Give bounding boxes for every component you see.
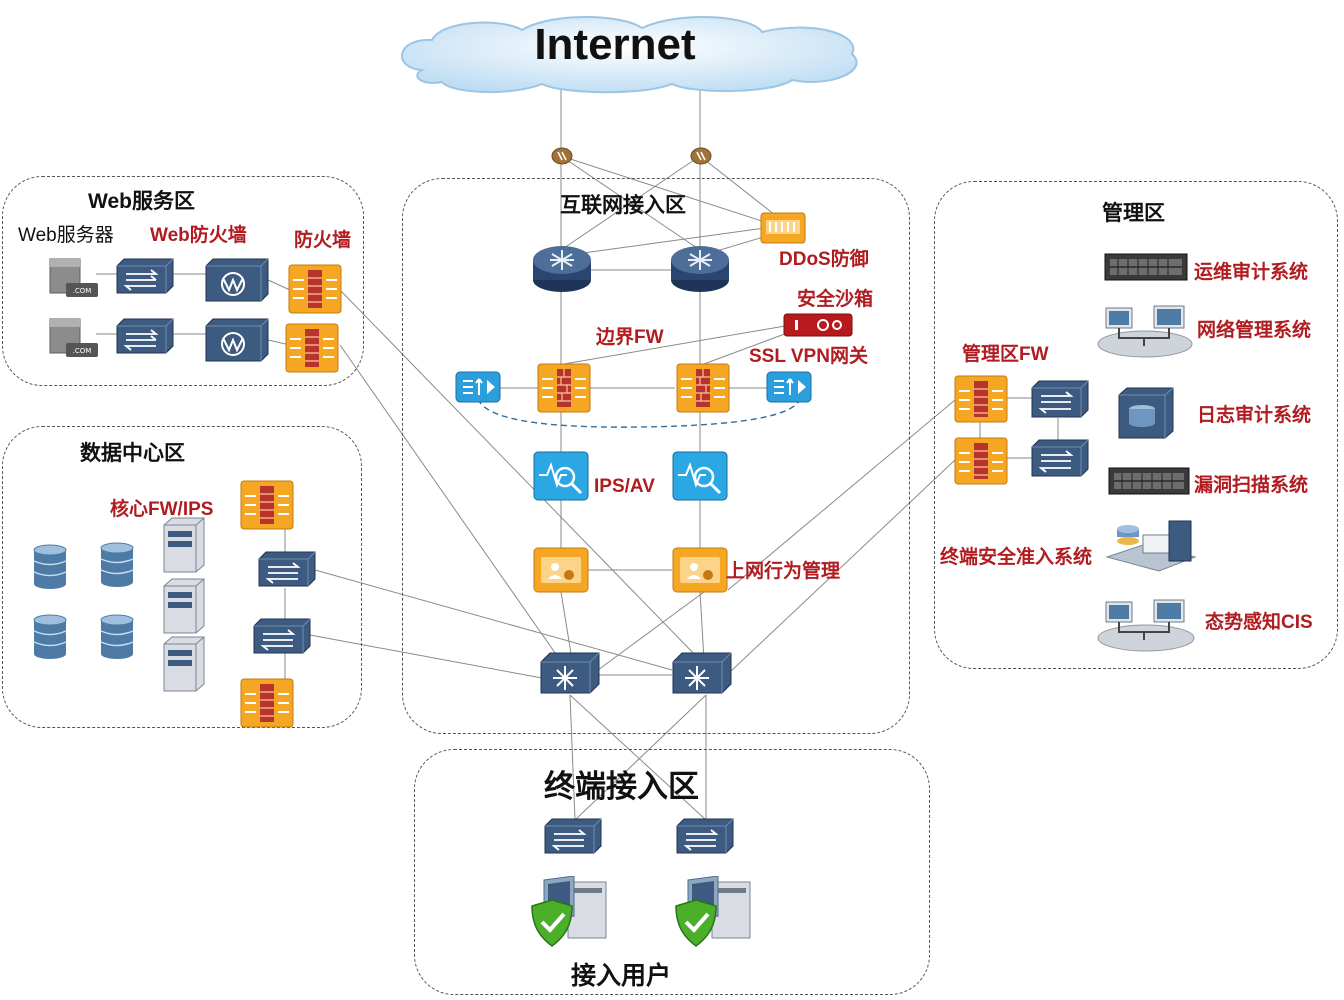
data-center-zone <box>2 426 362 728</box>
nac-icon <box>1105 520 1197 572</box>
waf-icon <box>205 258 269 302</box>
ips-icon <box>533 451 589 501</box>
mgmt-system-label: 态势感知CIS <box>1205 612 1313 633</box>
router-icon <box>671 246 729 292</box>
dc-fw-ips-label: 核心FW/IPS <box>110 499 214 520</box>
connector-icon <box>551 147 573 165</box>
behavior-mgmt-icon <box>533 547 589 593</box>
cloud-icon <box>401 15 858 94</box>
firewall-icon <box>285 323 339 373</box>
server-tower-icon <box>163 578 205 634</box>
waf-icon <box>205 318 269 362</box>
web-server-badge: .COM <box>73 347 92 355</box>
mgmt-fw-label: 管理区FW <box>962 344 1049 365</box>
database-icon <box>100 542 134 587</box>
firewall-icon <box>954 375 1008 423</box>
rack-server-icon <box>1108 467 1190 495</box>
firewall-icon <box>537 363 591 413</box>
switch-icon <box>1031 439 1089 477</box>
shield-check-icon <box>675 899 717 947</box>
internet-label: Internet <box>534 20 696 69</box>
database-icon <box>100 614 134 659</box>
mgmt-system-label: 终端安全准入系统 <box>940 547 1093 568</box>
mgmt-zone-title: 管理区 <box>1102 202 1165 225</box>
router-icon <box>533 246 591 292</box>
terminal-access-zone <box>414 749 930 995</box>
web-service-zone <box>2 176 364 386</box>
web-zone-title: Web服务区 <box>88 190 195 213</box>
firewall-icon <box>676 363 730 413</box>
rack-server-icon <box>1104 253 1188 281</box>
mgmt-system-label: 网络管理系统 <box>1197 320 1312 341</box>
database-icon <box>33 614 67 659</box>
behavior-label: 上网行为管理 <box>726 561 841 582</box>
database-icon <box>33 544 67 589</box>
user-pc-icon <box>675 876 751 947</box>
ddos-label: DDoS防御 <box>779 249 869 270</box>
server-tower-icon <box>163 517 205 573</box>
switch-icon <box>1031 380 1089 418</box>
ips-av-label: IPS/AV <box>594 476 655 497</box>
mgmt-system-label: 运维审计系统 <box>1194 262 1309 283</box>
switch-icon <box>676 818 734 854</box>
firewall-icon <box>954 437 1008 485</box>
network-mgmt-icon <box>1097 305 1193 358</box>
web-server-badge: .COM <box>73 287 92 295</box>
dc-zone-title: 数据中心区 <box>80 442 185 465</box>
sandbox-label: 安全沙箱 <box>797 289 874 310</box>
users-label: 接入用户 <box>571 962 672 990</box>
ddos-icon <box>760 212 806 244</box>
mgmt-system-label: 漏洞扫描系统 <box>1194 475 1309 496</box>
ha-link <box>477 398 801 428</box>
firewall-icon <box>240 480 294 530</box>
ips-icon <box>672 451 728 501</box>
user-pc-icon <box>531 876 607 947</box>
load-balancer-icon <box>766 371 812 403</box>
network-mgmt-icon <box>1097 599 1195 652</box>
connector-icon <box>690 147 712 165</box>
sslvpn-label: SSL VPN网关 <box>749 346 868 367</box>
log-audit-icon <box>1118 387 1174 439</box>
switch-icon <box>544 818 602 854</box>
switch-icon <box>116 258 174 294</box>
web-server-icon: .COM <box>49 318 98 357</box>
core-switch-icon <box>540 652 600 694</box>
access-zone-title: 互联网接入区 <box>560 194 686 217</box>
management-zone <box>934 181 1338 669</box>
mgmt-system-label: 日志审计系统 <box>1197 405 1312 426</box>
load-balancer-icon <box>455 371 501 403</box>
shield-check-icon <box>531 899 573 947</box>
sandbox-icon <box>783 313 853 337</box>
firewall-icon <box>288 264 342 314</box>
firewall-icon <box>240 678 294 728</box>
terminal-zone-title: 终端接入区 <box>544 769 699 804</box>
core-switch-icon <box>672 652 732 694</box>
waf-label: Web防火墙 <box>150 225 247 246</box>
switch-icon <box>258 551 316 587</box>
internet-access-zone <box>402 178 910 734</box>
web-fw-label: 防火墙 <box>294 230 352 251</box>
switch-icon <box>116 318 174 354</box>
switch-icon <box>253 618 311 654</box>
server-tower-icon <box>163 636 205 692</box>
behavior-mgmt-icon <box>672 547 728 593</box>
web-server-label: Web服务器 <box>18 225 114 246</box>
border-fw-label: 边界FW <box>596 327 664 348</box>
web-server-icon: .COM <box>49 258 98 297</box>
